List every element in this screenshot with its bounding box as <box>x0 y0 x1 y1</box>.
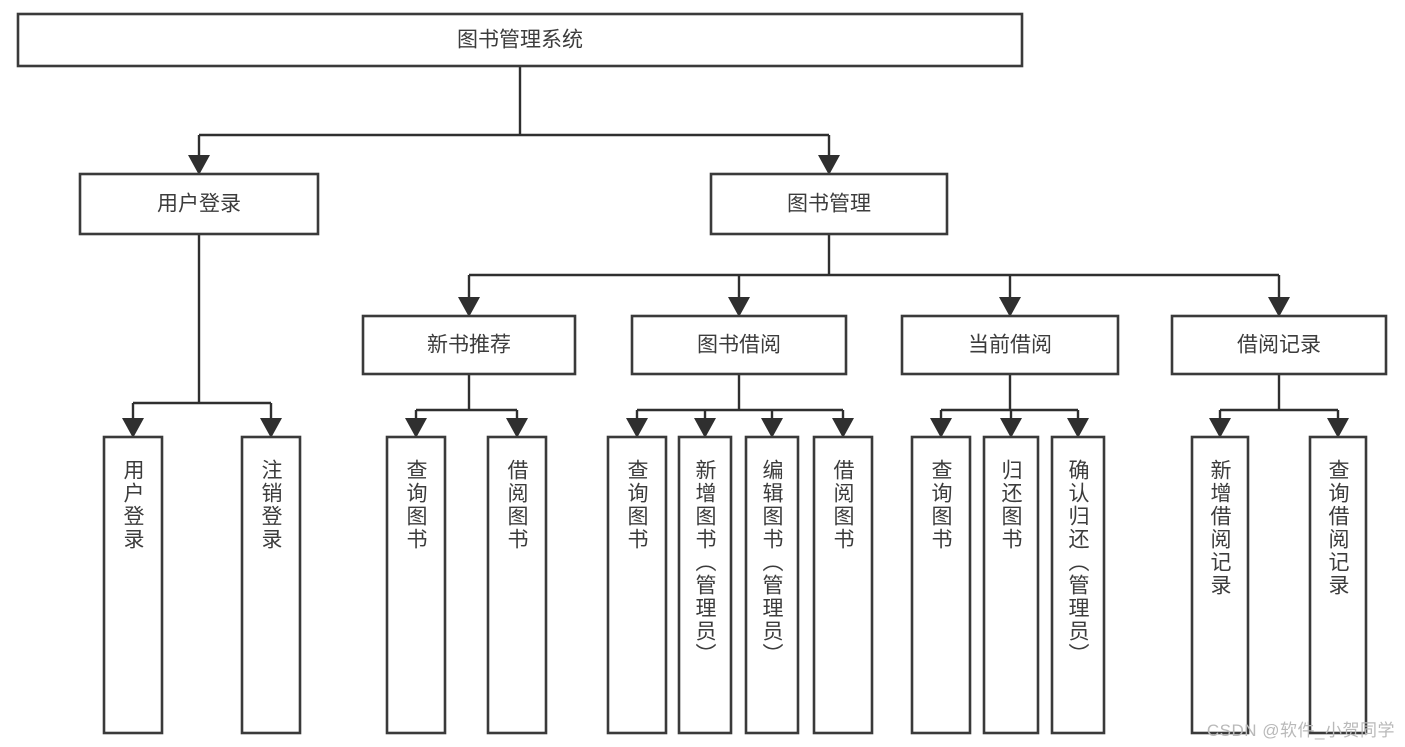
arrow-head-l3-2-查询图书 <box>930 418 952 438</box>
node-box-查询图书[interactable] <box>910 435 972 735</box>
node-box-图书管理系统[interactable] <box>16 12 1024 68</box>
arrow-head-l3-3-查询借阅记录 <box>1327 418 1349 438</box>
arrow-head-user-login-注销登录 <box>260 418 282 438</box>
arrow-head-l3-1-新增图书管理员 <box>694 418 716 438</box>
arrow-head-book-management-图书借阅 <box>728 297 750 317</box>
node-box-查询图书[interactable] <box>606 435 668 735</box>
node-box-当前借阅[interactable] <box>900 314 1120 376</box>
node-box-用户登录[interactable] <box>78 172 320 236</box>
arrow-head-l3-0-借阅图书 <box>506 418 528 438</box>
node-box-用户登录[interactable] <box>102 435 164 735</box>
node-box-新书推荐[interactable] <box>361 314 577 376</box>
node-box-新增借阅记录[interactable] <box>1190 435 1250 735</box>
node-box-借阅记录[interactable] <box>1170 314 1388 376</box>
arrow-head-book-management-当前借阅 <box>999 297 1021 317</box>
arrow-head-l3-2-确认归还管理员 <box>1067 418 1089 438</box>
node-box-归还图书[interactable] <box>982 435 1040 735</box>
node-label-新书推荐: 新书推荐 <box>427 334 511 357</box>
arrow-head-user-login-用户登录 <box>122 418 144 438</box>
node-box-图书管理[interactable] <box>709 172 949 236</box>
arrow-head-l3-1-查询图书 <box>626 418 648 438</box>
arrow-head-l3-2-归还图书 <box>1000 418 1022 438</box>
arrow-head-l3-3-新增借阅记录 <box>1209 418 1231 438</box>
csdn-watermark: CSDN @软件_小贺同学 <box>1206 721 1395 740</box>
arrow-head-book-management-新书推荐 <box>458 297 480 317</box>
arrow-head-l3-0-查询图书 <box>405 418 427 438</box>
node-box-借阅图书[interactable] <box>486 435 548 735</box>
arrow-head-l3-1-借阅图书 <box>832 418 854 438</box>
node-box-图书借阅[interactable] <box>630 314 848 376</box>
node-box-确认归还管理员[interactable] <box>1050 435 1106 735</box>
node-label-图书管理: 图书管理 <box>787 193 871 216</box>
node-box-查询图书[interactable] <box>385 435 447 735</box>
node-box-编辑图书管理员[interactable] <box>744 435 800 735</box>
arrow-head-root-图书管理 <box>818 155 840 175</box>
connector-layer <box>122 66 1349 438</box>
node-label-图书管理系统: 图书管理系统 <box>457 29 583 52</box>
arrow-head-l3-1-编辑图书管理员 <box>761 418 783 438</box>
node-label-图书借阅: 图书借阅 <box>697 334 781 357</box>
node-box-新增图书管理员[interactable] <box>677 435 733 735</box>
arrow-head-root-用户登录 <box>188 155 210 175</box>
node-label-当前借阅: 当前借阅 <box>968 334 1052 357</box>
node-box-查询借阅记录[interactable] <box>1308 435 1368 735</box>
node-box-layer <box>16 12 1388 735</box>
node-label-借阅记录: 借阅记录 <box>1237 334 1321 357</box>
node-box-借阅图书[interactable] <box>812 435 874 735</box>
node-label-用户登录: 用户登录 <box>157 193 241 216</box>
node-box-注销登录[interactable] <box>240 435 302 735</box>
arrow-head-book-management-借阅记录 <box>1268 297 1290 317</box>
